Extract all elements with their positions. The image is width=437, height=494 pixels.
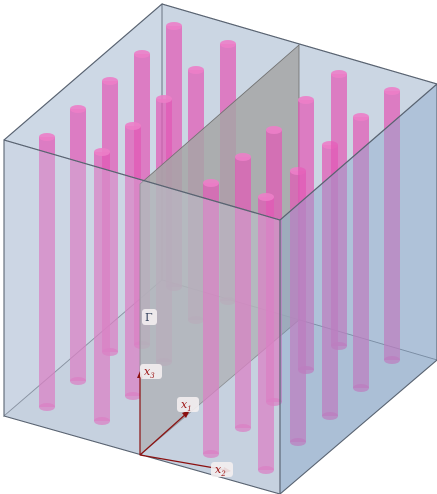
label-x1-sub: 1 <box>187 405 191 413</box>
front-fiber-7 <box>298 96 314 374</box>
front-fiber-8 <box>331 70 347 350</box>
label-x3: x3 <box>140 364 162 380</box>
fibers-front-group <box>203 70 400 474</box>
label-x3-symbol: x <box>144 365 151 378</box>
label-x1: x1 <box>177 397 199 413</box>
front-fiber-1 <box>203 179 219 458</box>
axis-x1-line <box>139 412 188 456</box>
label-x1-symbol: x <box>181 398 188 411</box>
back-fiber-10 <box>94 148 110 425</box>
label-gamma: Γ <box>142 309 157 325</box>
front-fiber-2 <box>235 153 251 432</box>
box-top-edges <box>3 3 437 221</box>
svg-text:x2: x2 <box>215 463 226 478</box>
back-fiber-7 <box>39 133 55 411</box>
svg-text:x3: x3 <box>144 365 155 380</box>
front-fiber-4 <box>258 193 274 474</box>
svg-text:x1: x1 <box>181 398 192 413</box>
back-fiber-9 <box>125 122 141 400</box>
label-x2: x2 <box>211 462 233 478</box>
front-fiber-9 <box>353 113 369 392</box>
label-x2-sub: 2 <box>220 470 226 478</box>
front-fiber-10 <box>384 87 400 364</box>
interface-label: Γ <box>145 311 153 324</box>
label-x2-symbol: x <box>215 463 222 476</box>
back-fiber-8 <box>70 105 86 385</box>
label-x3-sub: 3 <box>150 372 155 380</box>
